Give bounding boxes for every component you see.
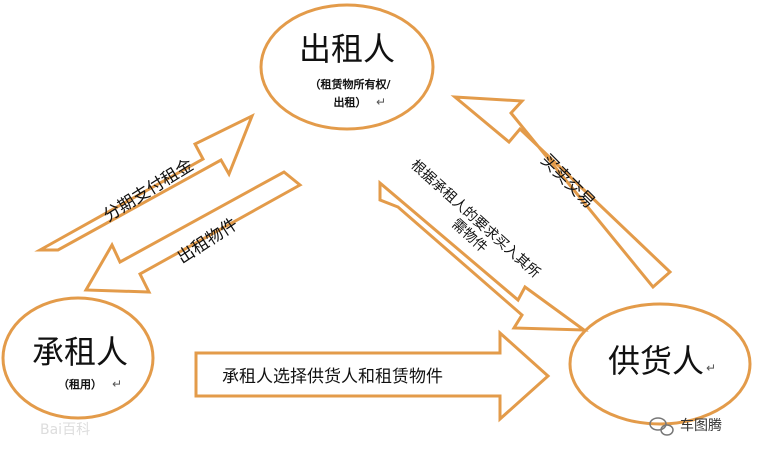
lessee-sub: （租用）	[58, 378, 102, 391]
buy-sell-label: 买卖交易	[536, 150, 598, 212]
lessor-sub-line2: 出租）	[334, 95, 367, 109]
lessor-name: 出租人	[299, 30, 395, 68]
lease-goods-arrow	[83, 170, 303, 294]
lessee-node	[1, 296, 155, 420]
lessee-para-mark: ↵	[112, 377, 122, 391]
buy-sell-arrow	[450, 95, 673, 290]
wechat-icon	[649, 417, 674, 436]
lessor-node	[259, 3, 435, 131]
supplier-node	[568, 302, 752, 426]
supplier-name: 供货人	[608, 342, 704, 380]
watermark-baike: Bai百科	[40, 422, 90, 438]
select-label: 承租人选择供货人和租赁物件	[222, 367, 443, 387]
supplier-para-mark: ↵	[706, 361, 716, 375]
select-arrow	[194, 329, 551, 423]
installment-label: 分期支付租金	[100, 155, 197, 226]
purchase-arrow	[378, 179, 589, 332]
lessee-name: 承租人	[32, 333, 128, 371]
installment-arrow	[34, 112, 255, 252]
lessor-para-mark: ↵	[376, 95, 386, 109]
lessor-sub-line1: （租赁物所有权/	[309, 77, 391, 91]
brand-label: 车图腾	[680, 417, 722, 434]
